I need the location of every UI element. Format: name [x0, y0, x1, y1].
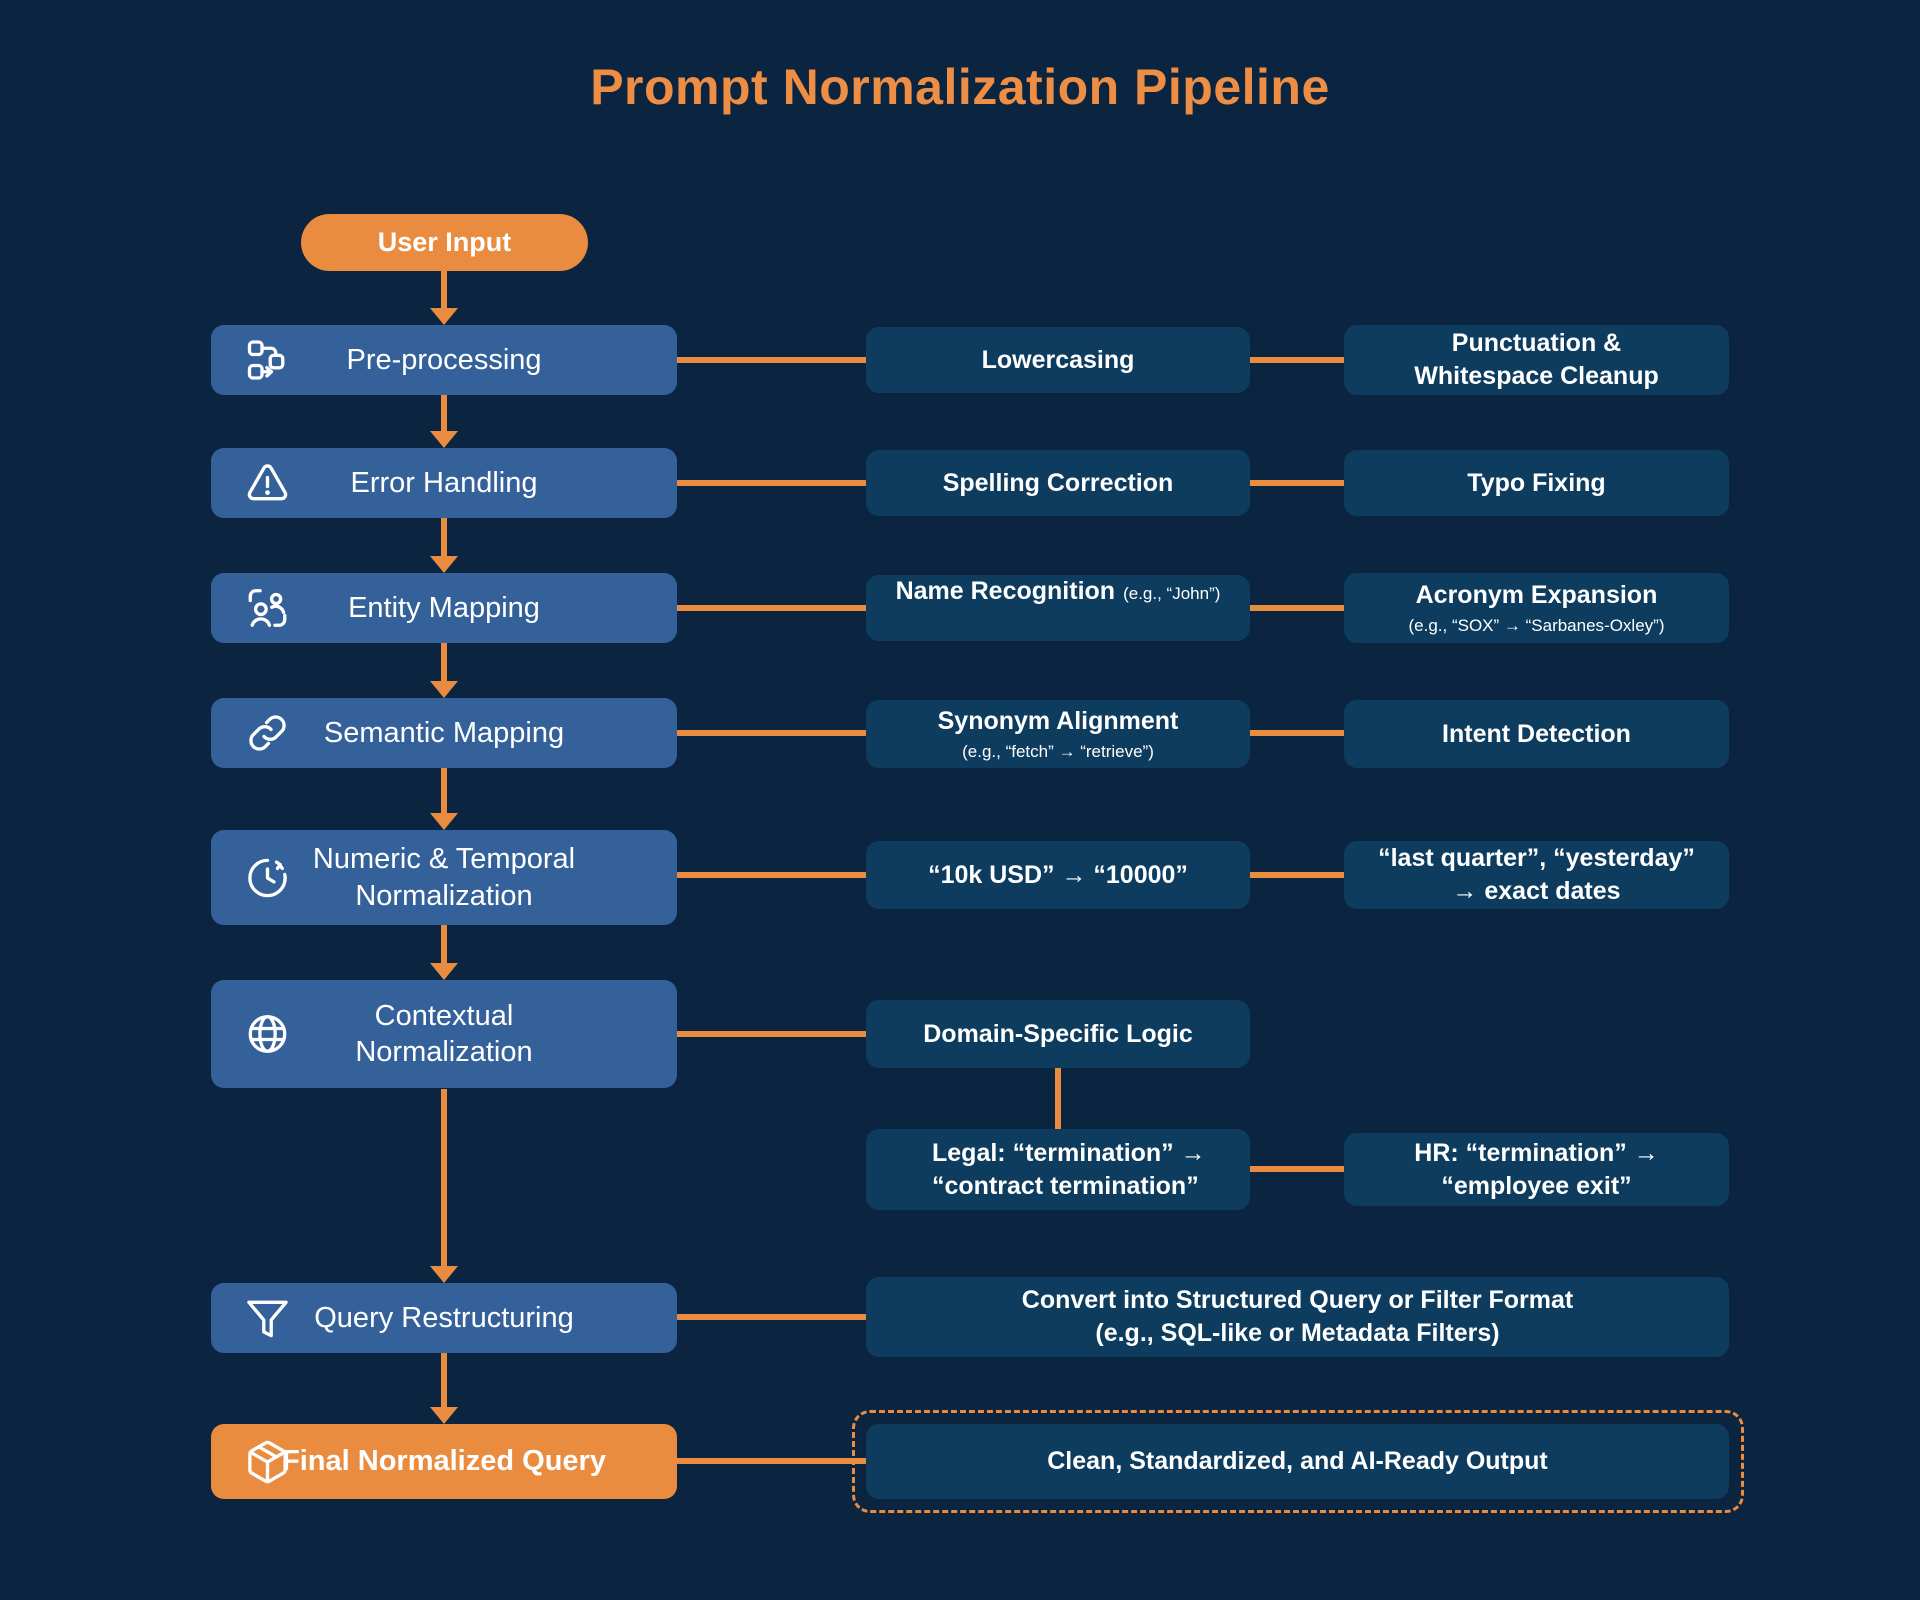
arrowhead-icon — [430, 556, 458, 573]
connector-line — [677, 1458, 868, 1464]
detail-lowercasing: Lowercasing — [866, 327, 1250, 393]
detail-domain-specific-logic: Domain-Specific Logic — [866, 1000, 1250, 1068]
arrowhead-icon — [430, 431, 458, 448]
detail-clean-output: Clean, Standardized, and AI-Ready Output — [866, 1424, 1729, 1499]
arrowhead-icon — [430, 813, 458, 830]
arrowhead-icon — [430, 1407, 458, 1424]
detail-name-recognition: Name Recognition(e.g., “John”) — [866, 575, 1250, 641]
stage-label: Semantic Mapping — [323, 716, 565, 749]
stage-label: Query Restructuring — [314, 1301, 574, 1334]
connector-line — [441, 518, 447, 556]
connector-line — [1250, 1166, 1344, 1172]
stage-label: Pre-processing — [346, 343, 542, 376]
detail-legal-termination: Legal: “termination” →“contract terminat… — [866, 1129, 1250, 1210]
connector-line — [441, 395, 447, 433]
connector-line — [677, 357, 866, 363]
connector-line — [677, 480, 866, 486]
stage-label: Error Handling — [350, 466, 538, 499]
detail-intent-detection: Intent Detection — [1344, 700, 1729, 768]
stage-label: Entity Mapping — [348, 591, 540, 624]
connector-line — [1055, 1068, 1061, 1129]
connector-line — [441, 1089, 447, 1266]
connector-line — [1250, 730, 1344, 736]
connector-line — [441, 1352, 447, 1407]
connector-line — [441, 271, 447, 310]
connector-line — [441, 768, 447, 813]
funnel-icon — [244, 1295, 291, 1342]
connector-line — [1250, 872, 1344, 878]
detail-hr-termination: HR: “termination” →“employee exit” — [1344, 1133, 1729, 1206]
link-icon — [244, 710, 291, 757]
entity-icon — [244, 585, 291, 632]
warning-icon — [244, 460, 291, 507]
arrowhead-icon — [430, 308, 458, 325]
start-node-user-input: User Input — [301, 214, 588, 271]
connector-line — [441, 925, 447, 963]
detail-temporal-example: “last quarter”, “yesterday”→ exact dates — [1344, 841, 1729, 909]
stage-semantic-mapping: Semantic Mapping — [211, 698, 677, 768]
connector-line — [1250, 480, 1344, 486]
detail-typo-fixing: Typo Fixing — [1344, 450, 1729, 516]
globe-icon — [244, 1011, 291, 1058]
stage-entity-mapping: Entity Mapping — [211, 573, 677, 643]
detail-synonym-alignment: Synonym Alignment(e.g., “fetch” → “retri… — [866, 700, 1250, 768]
connector-line — [677, 1031, 866, 1037]
connector-line — [677, 605, 866, 611]
connector-line — [677, 872, 866, 878]
connector-line — [677, 730, 866, 736]
stage-error-handling: Error Handling — [211, 448, 677, 518]
page-title: Prompt Normalization Pipeline — [590, 59, 1330, 115]
connector-line — [677, 1314, 866, 1320]
stage-final-normalized-query: Final Normalized Query — [211, 1424, 677, 1499]
arrowhead-icon — [430, 1266, 458, 1283]
detail-numeric-example: “10k USD” → “10000” — [866, 841, 1250, 909]
output-dashed-border — [852, 1410, 1744, 1513]
stage-query-restructuring: Query Restructuring — [211, 1283, 677, 1353]
connector-line — [1250, 605, 1344, 611]
connector-line — [441, 643, 447, 681]
clock-icon — [244, 854, 291, 901]
stage-pre-processing: Pre-processing — [211, 325, 677, 395]
package-icon — [244, 1438, 291, 1485]
workflow-icon — [244, 337, 291, 384]
detail-acronym-expansion: Acronym Expansion(e.g., “SOX” → “Sarbane… — [1344, 573, 1729, 643]
arrowhead-icon — [430, 963, 458, 980]
detail-punctuation-whitespace-cleanup: Punctuation &Whitespace Cleanup — [1344, 325, 1729, 395]
stage-label: Final Normalized Query — [282, 1445, 606, 1478]
detail-convert-structured-query: Convert into Structured Query or Filter … — [866, 1277, 1729, 1357]
connector-line — [1250, 357, 1344, 363]
detail-spelling-correction: Spelling Correction — [866, 450, 1250, 516]
arrowhead-icon — [430, 681, 458, 698]
